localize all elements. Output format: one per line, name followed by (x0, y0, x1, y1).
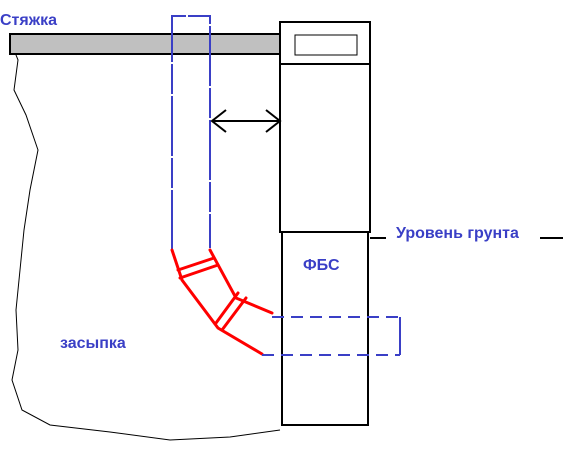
vent-opening (294, 34, 358, 56)
backfill-soil-outline (9, 39, 281, 441)
red-elbow-fittings (170, 248, 274, 356)
distance-arrowhead-right (265, 109, 282, 133)
fbs-block-bottom (281, 231, 369, 426)
horizontal-pipe-through-wall (262, 316, 401, 356)
vertical-pipe (171, 15, 211, 250)
screed-label: Стяжка (0, 12, 57, 29)
ground-level-label: Уровень грунта (396, 225, 519, 242)
fbs-block-middle (279, 63, 371, 233)
fbs-label: ФБС (303, 257, 340, 274)
distance-arrowhead-left (210, 109, 227, 133)
screed-slab (9, 33, 283, 55)
backfill-label: засыпка (60, 335, 126, 352)
